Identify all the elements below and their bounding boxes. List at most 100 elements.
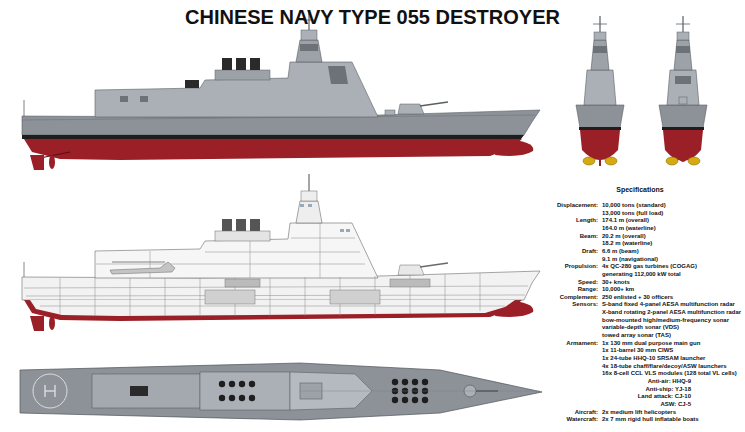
cutaway-profile bbox=[250, 241, 251, 278]
spec-value: 20.2 m (overall) bbox=[602, 233, 646, 240]
spec-key: Complement: bbox=[560, 294, 598, 301]
spec-value: 1x 24-tube HHQ-10 SRSAM launcher bbox=[602, 355, 705, 362]
spec-value: 250 enlisted + 30 officers bbox=[602, 294, 673, 301]
plan-view bbox=[20, 363, 542, 420]
bow-view bbox=[662, 127, 704, 130]
spec-value: variable-depth sonar (VDS) bbox=[602, 324, 679, 331]
cutaway-profile bbox=[95, 278, 96, 316]
spec-value: 2x 7 mm rigid hull inflatable boats bbox=[602, 416, 699, 423]
cutaway-profile bbox=[340, 229, 344, 232]
spec-value: 13,000 tons (full load) bbox=[602, 210, 663, 217]
spec-value: X-band rotating 2-panel AESA multifuncti… bbox=[602, 309, 741, 316]
cutaway-profile bbox=[205, 252, 360, 253]
cutaway-profile bbox=[22, 174, 540, 331]
plan-view bbox=[45, 385, 55, 397]
spec-value: 10,000+ km bbox=[602, 286, 634, 293]
spec-value: 10,000 tons (standard) bbox=[602, 202, 666, 209]
side-profile bbox=[22, 12, 540, 170]
stern-view bbox=[576, 105, 624, 128]
cutaway-profile bbox=[320, 223, 321, 278]
spec-key: Propulsion: bbox=[565, 263, 598, 270]
spec-value: 164.0 m (waterline) bbox=[602, 225, 656, 232]
side-profile bbox=[296, 40, 322, 62]
bow-view bbox=[688, 157, 700, 165]
spec-key: Displacement: bbox=[557, 202, 598, 209]
spec-value: 18.2 m (waterline) bbox=[602, 240, 652, 247]
stern-view bbox=[594, 32, 606, 40]
side-profile bbox=[24, 100, 25, 116]
spec-subitem: ASW: CJ-5 bbox=[660, 401, 691, 408]
cutaway-profile bbox=[308, 204, 312, 207]
stern-view bbox=[599, 150, 601, 166]
spec-value: generating 112,000 kW total bbox=[602, 271, 681, 278]
cutaway-profile bbox=[96, 264, 365, 265]
cutaway-profile bbox=[24, 223, 528, 316]
side-profile bbox=[120, 96, 128, 102]
plan-view bbox=[249, 395, 255, 401]
plan-view bbox=[422, 397, 428, 403]
spec-value: 1x 11-barrel 30 mm CIWS bbox=[602, 347, 673, 354]
side-profile bbox=[250, 58, 260, 70]
side-profile bbox=[495, 139, 533, 156]
plan-view bbox=[402, 379, 408, 385]
stern-view bbox=[593, 24, 607, 25]
plan-view bbox=[33, 374, 67, 408]
bow-view bbox=[677, 32, 689, 40]
cutaway-profile bbox=[30, 300, 515, 316]
bow-view bbox=[676, 46, 690, 53]
side-profile bbox=[40, 152, 70, 158]
plan-view bbox=[402, 397, 408, 403]
side-profile bbox=[30, 155, 44, 170]
plan-view bbox=[412, 397, 418, 403]
cutaway-profile bbox=[24, 300, 522, 321]
cutaway-profile bbox=[24, 286, 528, 288]
plan-view bbox=[92, 374, 200, 408]
cutaway-profile bbox=[270, 278, 271, 316]
plan-view bbox=[392, 397, 398, 403]
plan-view bbox=[229, 381, 235, 387]
cutaway-profile bbox=[24, 262, 25, 277]
side-profile bbox=[222, 58, 232, 70]
plan-view bbox=[219, 395, 225, 401]
side-profile bbox=[328, 66, 348, 84]
cutaway-profile bbox=[30, 316, 44, 331]
cutaway-profile bbox=[40, 306, 505, 307]
side-profile bbox=[185, 80, 199, 88]
plan-view bbox=[412, 379, 418, 385]
cutaway-profile bbox=[330, 290, 380, 304]
stern-view bbox=[579, 127, 621, 130]
plan-view bbox=[219, 381, 225, 387]
bow-view bbox=[659, 16, 707, 165]
cutaway-profile bbox=[110, 262, 175, 274]
side-profile bbox=[301, 30, 317, 40]
plan-view bbox=[45, 390, 55, 391]
plan-view bbox=[422, 379, 428, 385]
cutaway-profile bbox=[308, 174, 309, 191]
spec-value: towed array sonar (TAS) bbox=[602, 332, 671, 339]
cutaway-profile bbox=[305, 277, 306, 316]
plan-view bbox=[239, 381, 245, 387]
cutaway-profile bbox=[222, 219, 232, 231]
spec-value: 174.1 m (overall) bbox=[602, 217, 649, 224]
spec-value: 4x QC-280 gas turbines (COGAG) bbox=[602, 263, 697, 270]
side-profile bbox=[95, 62, 378, 117]
cutaway-profile bbox=[215, 231, 270, 241]
bow-view bbox=[666, 157, 678, 165]
side-profile bbox=[236, 58, 246, 70]
bow-view bbox=[667, 70, 699, 105]
side-profile bbox=[49, 155, 55, 169]
cutaway-profile bbox=[130, 278, 131, 316]
spec-subitem: Anti-ship: YJ-18 bbox=[645, 386, 691, 393]
cutaway-profile bbox=[112, 262, 165, 263]
spec-key: Draft: bbox=[582, 248, 598, 255]
stern-view bbox=[593, 46, 607, 53]
side-profile bbox=[24, 139, 522, 160]
plan-view bbox=[300, 391, 540, 392]
stern-view bbox=[591, 40, 609, 70]
spec-value: bow-mounted high/medium-frequency sonar bbox=[602, 317, 729, 324]
spec-key: Aircraft: bbox=[575, 409, 598, 416]
spec-value: S-band fixed 4-panel AESA multifunction … bbox=[602, 301, 735, 308]
spec-value: 16x 8-cell CCL VLS modules (128 total VL… bbox=[602, 370, 737, 377]
